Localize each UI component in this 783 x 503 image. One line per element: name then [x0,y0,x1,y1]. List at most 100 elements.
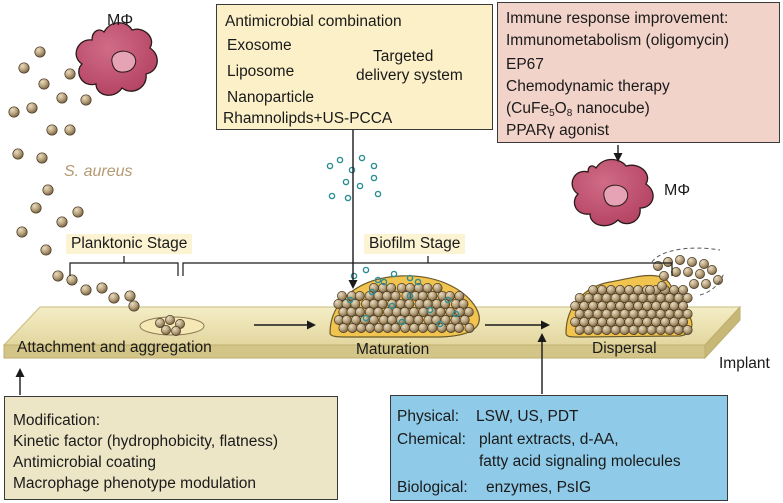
planktonic-stage-label: Planktonic Stage [66,234,193,254]
drug-particle [444,296,452,304]
bacterium [38,78,50,90]
bacterium [128,300,140,312]
cufe-suffix: nanocube) [572,100,650,117]
ppar-line: PPARγ agonist [506,122,610,139]
cufe-sub2: 8 [566,108,573,119]
bacterium [46,124,58,136]
bacterium [464,323,475,333]
immune-box: Immune response improvement: Immunometab… [497,2,780,143]
drug-particle [356,182,364,190]
maturation-biofilm [329,275,480,338]
bacterium [574,325,585,335]
bacterium [432,283,443,293]
bacterium [368,315,379,325]
cufe-line: (CuFe5O8 nanocube) [506,99,650,123]
bacterium [409,323,420,333]
bacterium [333,299,344,309]
macrophage-top-label: MΦ [107,12,134,29]
bacterium [422,283,433,293]
bacterium [355,307,365,317]
drug-particle [452,310,460,318]
bacterium [678,301,689,311]
bacterium [338,323,349,333]
bacterium [701,279,711,289]
bacterium [678,317,689,327]
drug-particle [342,178,350,186]
modification-line-3: Macrophage phenotype modulation [13,475,257,492]
bacterium [637,325,648,335]
drug-particle [374,190,382,198]
bacterium [659,271,669,281]
bacterium [16,226,28,238]
bacterium [682,309,693,319]
cufe-prefix: (CuFe [506,100,550,117]
bacterium [40,244,52,256]
attachment-label: Attachment and aggregation [17,339,212,356]
bacterium [610,325,621,335]
bacterium [390,323,401,333]
drug-particle [348,166,356,174]
immune-line-0: Immune response improvement: [506,10,729,27]
cufe-mid: O [554,100,567,117]
bacterium [108,292,120,304]
bacterium [619,325,630,335]
macrophage-top-shape [75,22,158,96]
chemical-value-1: plant extracts, d-AA, [479,431,619,448]
exosome-item: Exosome [227,37,292,54]
bacterium [30,202,42,214]
arrows [15,130,623,395]
bacterium [56,92,68,104]
bacterium [354,291,365,301]
drug-particle [326,162,334,170]
drug-particle [370,162,378,170]
bacterium [80,284,92,296]
bacterium [459,315,470,325]
bacterium [440,315,451,325]
bacterium [657,281,667,291]
bacterium [678,285,689,295]
bacterium [671,267,681,277]
bacterium [458,299,469,309]
drug-particles [326,154,414,284]
macrophage-right-shape [571,158,654,227]
bacterium [18,62,30,74]
bacterium [673,325,684,335]
bacterium [26,102,38,114]
bacterium [56,216,68,228]
drug-particle [390,270,398,278]
bacterium [417,323,428,333]
maturation-label: Maturation [356,341,430,358]
nanoparticle-item: Nanoparticle [227,89,315,106]
implant-label: Implant [719,355,770,372]
bacterium [695,269,705,279]
bacterium [377,299,388,309]
biofilm-stage-label: Biofilm Stage [364,234,466,254]
bacterium [454,323,464,333]
bacterium [52,270,64,282]
bacterium [592,325,603,335]
drug-particle [436,320,444,328]
bacterium [707,265,717,275]
antimicrobial-box: Antimicrobial combination Exosome Liposo… [216,4,493,130]
bacterium [80,94,92,106]
bacterium [664,325,675,335]
bacterium [42,184,54,196]
bacterium [713,275,723,285]
bacterium [427,323,438,333]
bacterium [646,325,657,335]
drug-particle [374,276,382,284]
bacterium [356,323,367,333]
physical-key: Physical: [397,408,460,425]
bacterium [64,68,76,80]
delivery-system-label: delivery system [356,67,463,84]
bacterium [683,267,693,277]
bacterium [171,326,181,336]
bacterium [675,255,685,265]
bacterium [645,285,655,295]
dispersal-biofilm [565,247,725,338]
bacterium [96,282,108,294]
drug-particle [362,314,370,322]
modification-box: Modification: Kinetic factor (hydrophobi… [4,396,338,500]
drug-particle [358,154,366,162]
